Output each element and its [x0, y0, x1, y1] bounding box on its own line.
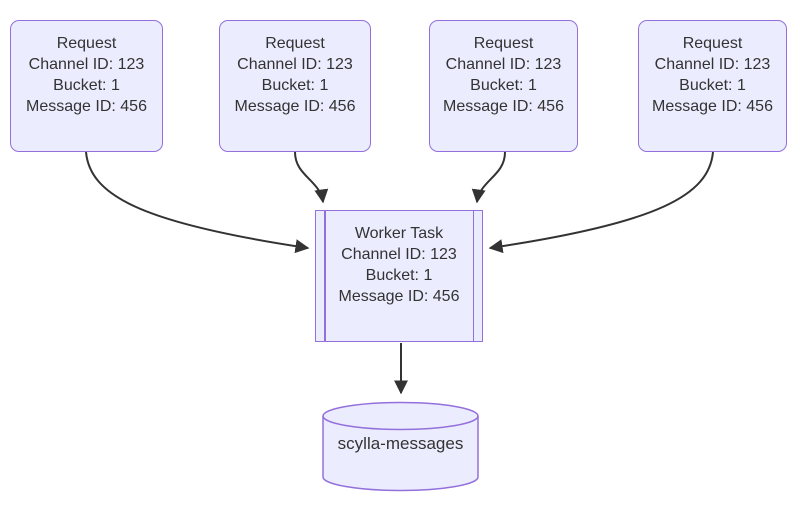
node-title: Request: [56, 35, 117, 52]
node-line: Bucket: 1: [365, 267, 433, 284]
node-line: Message ID: 456: [443, 98, 564, 115]
database-cylinder-rim: [322, 415, 479, 431]
edge-request4-to-worker: [488, 151, 714, 254]
edge-request1-to-worker: [85, 151, 310, 254]
request-node-3: Request Channel ID: 123 Bucket: 1 Messag…: [429, 20, 578, 152]
subroutine-inner-line-right: [472, 211, 474, 341]
request-node-1-label: Request Channel ID: 123 Bucket: 1 Messag…: [11, 21, 162, 117]
request-node-2: Request Channel ID: 123 Bucket: 1 Messag…: [219, 20, 371, 152]
database-label: scylla-messages: [337, 434, 464, 453]
worker-task-label: Worker Task Channel ID: 123 Bucket: 1 Me…: [316, 211, 482, 307]
node-line: Message ID: 456: [234, 98, 356, 115]
node-line: Bucket: 1: [470, 77, 537, 94]
node-line: Message ID: 456: [26, 98, 147, 115]
node-line: Bucket: 1: [261, 77, 329, 94]
node-title: Worker Task: [354, 225, 444, 242]
request-node-4: Request Channel ID: 123 Bucket: 1 Messag…: [638, 20, 787, 152]
node-line: Bucket: 1: [679, 77, 746, 94]
edge-request2-to-worker: [294, 151, 329, 204]
node-line: Channel ID: 123: [237, 56, 353, 73]
edge-request3-to-worker: [471, 151, 506, 204]
worker-task-node: Worker Task Channel ID: 123 Bucket: 1 Me…: [315, 210, 483, 342]
request-node-3-label: Request Channel ID: 123 Bucket: 1 Messag…: [430, 21, 577, 117]
node-line: Channel ID: 123: [341, 246, 457, 263]
node-line: Channel ID: 123: [654, 56, 771, 73]
node-line: Message ID: 456: [652, 98, 773, 115]
node-line: Channel ID: 123: [28, 56, 145, 73]
request-node-1: Request Channel ID: 123 Bucket: 1 Messag…: [10, 20, 163, 152]
node-line: Message ID: 456: [338, 288, 460, 305]
subroutine-inner-line-left: [324, 211, 326, 341]
node-title: Request: [473, 35, 534, 52]
request-node-2-label: Request Channel ID: 123 Bucket: 1 Messag…: [220, 21, 370, 117]
node-line: Bucket: 1: [53, 77, 120, 94]
request-node-4-label: Request Channel ID: 123 Bucket: 1 Messag…: [639, 21, 786, 117]
node-title: Request: [265, 35, 325, 52]
node-title: Request: [682, 35, 743, 52]
node-line: Channel ID: 123: [445, 56, 562, 73]
